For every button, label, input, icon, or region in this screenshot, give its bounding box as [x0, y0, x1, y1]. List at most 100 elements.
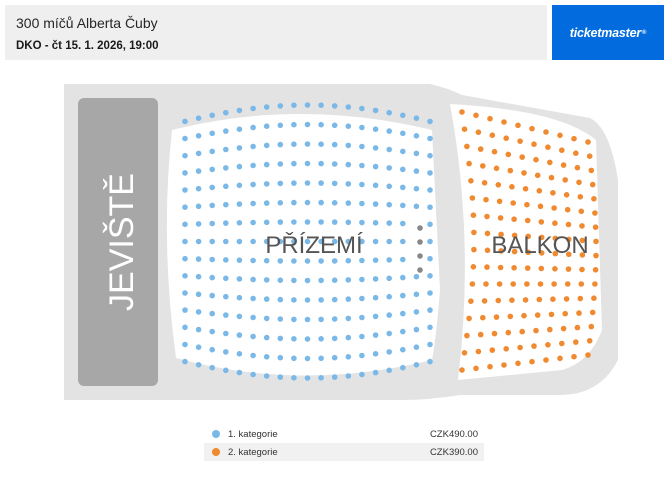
seat[interactable]	[477, 331, 484, 338]
seat[interactable]	[277, 180, 284, 187]
seat[interactable]	[345, 200, 352, 206]
seat[interactable]	[497, 264, 504, 271]
seat[interactable]	[223, 146, 229, 153]
seat[interactable]	[250, 276, 256, 283]
seat[interactable]	[592, 224, 599, 230]
seat[interactable]	[576, 310, 582, 316]
seat[interactable]	[331, 316, 338, 322]
seat[interactable]	[427, 170, 433, 176]
seat[interactable]	[522, 297, 529, 303]
seat[interactable]	[291, 238, 297, 245]
seat[interactable]	[427, 324, 433, 331]
seat[interactable]	[413, 133, 420, 139]
seat[interactable]	[182, 152, 188, 159]
seat[interactable]	[400, 310, 406, 317]
seat[interactable]	[593, 252, 599, 259]
seat[interactable]	[291, 316, 297, 323]
seat[interactable]	[345, 257, 352, 264]
seat[interactable]	[573, 339, 579, 345]
seat[interactable]	[538, 219, 545, 225]
seat[interactable]	[560, 325, 567, 332]
seat[interactable]	[318, 355, 324, 362]
seat[interactable]	[529, 125, 535, 132]
seat[interactable]	[459, 109, 465, 115]
seat[interactable]	[318, 297, 324, 303]
seat[interactable]	[484, 213, 490, 220]
seat[interactable]	[277, 335, 284, 342]
seat[interactable]	[318, 160, 324, 167]
seat[interactable]	[304, 277, 311, 284]
seat[interactable]	[304, 160, 311, 167]
seat[interactable]	[547, 326, 553, 333]
seat[interactable]	[515, 360, 521, 367]
seat[interactable]	[195, 238, 202, 245]
seat[interactable]	[304, 316, 311, 323]
seat[interactable]	[507, 313, 514, 320]
seat[interactable]	[236, 182, 243, 189]
seat[interactable]	[593, 238, 599, 245]
seat[interactable]	[318, 316, 324, 323]
seat[interactable]	[413, 291, 420, 298]
seat[interactable]	[359, 143, 365, 150]
seat[interactable]	[386, 330, 393, 337]
seat[interactable]	[345, 315, 352, 322]
seat[interactable]	[304, 141, 311, 147]
seat[interactable]	[571, 135, 577, 142]
seat[interactable]	[372, 369, 379, 376]
seat[interactable]	[318, 238, 324, 245]
seat[interactable]	[497, 215, 504, 221]
seat[interactable]	[400, 238, 406, 245]
seat[interactable]	[263, 104, 270, 110]
seat[interactable]	[413, 326, 420, 333]
seat[interactable]	[331, 180, 338, 187]
seat[interactable]	[466, 315, 472, 322]
seat[interactable]	[400, 256, 406, 263]
seat[interactable]	[509, 297, 515, 304]
seat[interactable]	[548, 311, 555, 318]
seat[interactable]	[236, 294, 243, 301]
seat[interactable]	[480, 163, 486, 169]
seat[interactable]	[236, 332, 243, 338]
seat[interactable]	[489, 347, 496, 353]
seat[interactable]	[400, 274, 406, 281]
seat[interactable]	[263, 142, 270, 149]
seat[interactable]	[386, 201, 393, 208]
seat[interactable]	[521, 170, 527, 176]
seat[interactable]	[345, 238, 352, 245]
seat[interactable]	[372, 257, 379, 264]
seat[interactable]	[427, 152, 433, 159]
seat[interactable]	[182, 204, 188, 210]
seat[interactable]	[263, 257, 270, 264]
seat[interactable]	[386, 312, 393, 318]
seat[interactable]	[291, 102, 297, 108]
seat[interactable]	[223, 128, 229, 134]
seat[interactable]	[195, 185, 202, 192]
seat[interactable]	[345, 104, 352, 110]
seat[interactable]	[195, 344, 202, 351]
seat[interactable]	[386, 367, 393, 374]
seat[interactable]	[291, 336, 297, 342]
seat[interactable]	[577, 295, 584, 302]
seat[interactable]	[263, 161, 270, 168]
seat[interactable]	[277, 200, 284, 206]
seat[interactable]	[534, 312, 541, 318]
seat[interactable]	[223, 367, 229, 374]
seat[interactable]	[182, 118, 188, 125]
seat[interactable]	[413, 168, 420, 174]
seat[interactable]	[386, 257, 393, 263]
seat[interactable]	[552, 235, 559, 242]
seat[interactable]	[386, 128, 393, 134]
seat[interactable]	[468, 178, 474, 184]
seat[interactable]	[586, 153, 593, 159]
seat[interactable]	[331, 335, 338, 342]
seat[interactable]	[524, 265, 531, 271]
seat[interactable]	[331, 354, 338, 361]
seat[interactable]	[291, 355, 297, 362]
seat[interactable]	[573, 150, 579, 156]
seat[interactable]	[547, 159, 553, 166]
seat[interactable]	[509, 184, 515, 190]
seat[interactable]	[182, 290, 188, 296]
seat[interactable]	[576, 179, 582, 186]
seat[interactable]	[195, 309, 202, 315]
seat[interactable]	[277, 122, 284, 129]
